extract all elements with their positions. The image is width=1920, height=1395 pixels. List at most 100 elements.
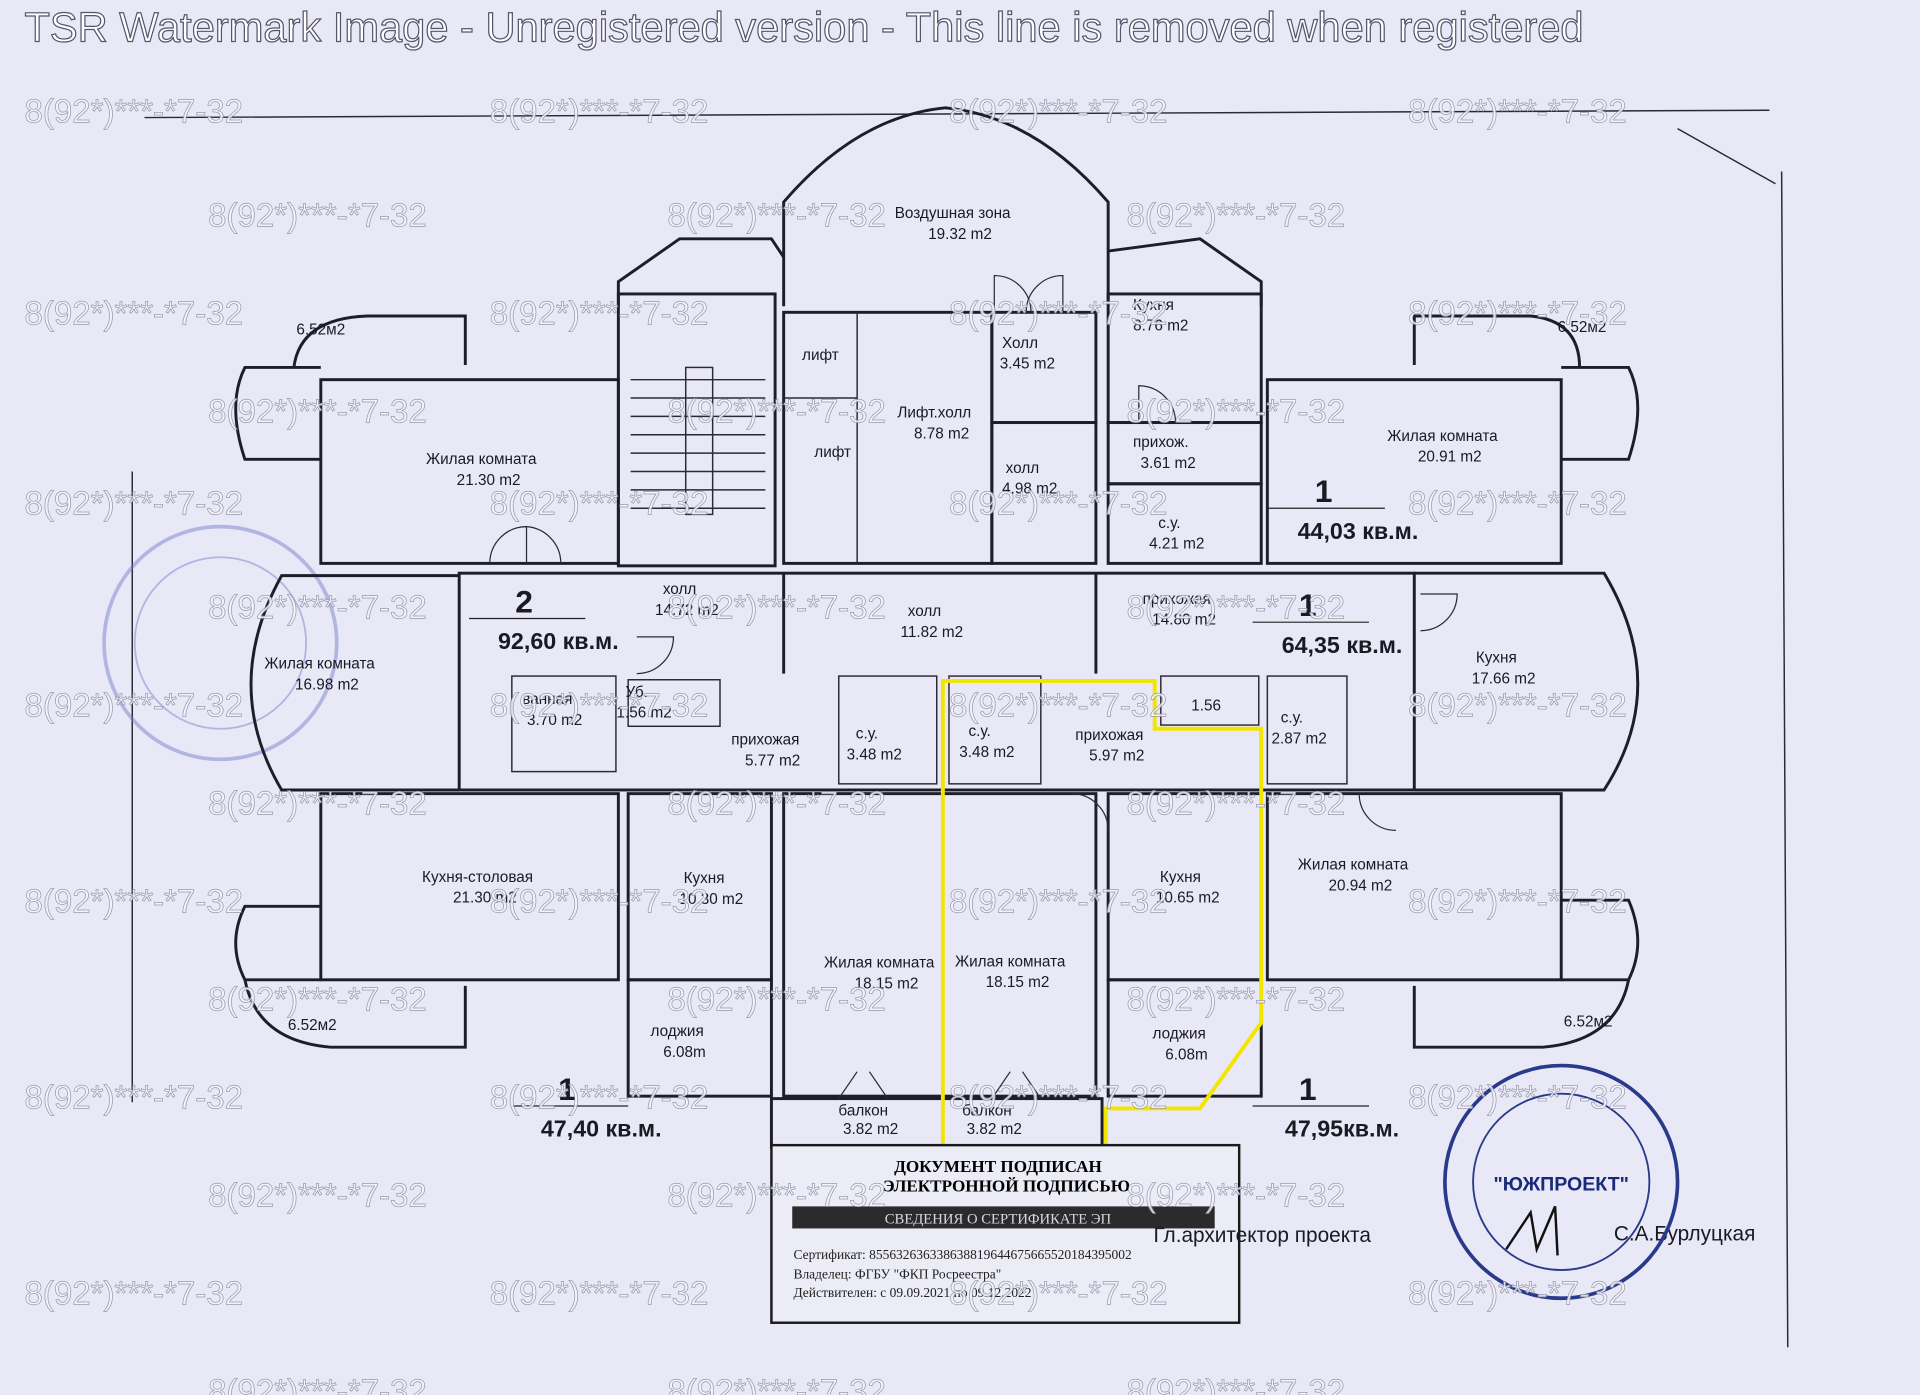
room-name: Жилая комната <box>955 953 1066 970</box>
room-name: холл <box>663 581 696 598</box>
phone-watermark: 8(92*)***-*7-32 <box>1408 296 1627 333</box>
phone-watermark: 8(92*)***-*7-32 <box>490 1275 709 1312</box>
bay-window-area: 6.52м2 <box>1558 319 1607 336</box>
phone-watermark: 8(92*)***-*7-32 <box>24 1079 243 1116</box>
room-area: 18.15 m2 <box>855 975 919 992</box>
room-name: балкон <box>962 1103 1012 1120</box>
phone-watermark: 8(92*)***-*7-32 <box>490 485 709 522</box>
phone-watermark: 8(92*)***-*7-32 <box>490 296 709 333</box>
signature-owner: Владелец: ФГБУ "ФКП Росреестра" <box>793 1267 1001 1282</box>
walls <box>234 106 1640 1150</box>
phone-watermark: 8(92*)***-*7-32 <box>208 198 427 235</box>
phone-watermark: 8(92*)***-*7-32 <box>949 93 1168 130</box>
room-area: 21.30 m2 <box>457 472 521 489</box>
stamp-company-name: "ЮЖПРОЕКТ" <box>1493 1173 1629 1195</box>
apartment-number: 1 <box>1299 587 1317 623</box>
room-name: Холл <box>1002 335 1038 352</box>
room-area: 3.45 m2 <box>1000 356 1055 373</box>
phone-watermark: 8(92*)***-*7-32 <box>1127 1373 1346 1395</box>
room-area: 21.30 m2 <box>453 890 517 907</box>
phone-watermark: 8(92*)***-*7-32 <box>24 93 243 130</box>
room-name: с.у. <box>1158 515 1180 532</box>
room-area: 10.65 m2 <box>1156 890 1220 907</box>
phone-watermark: 8(92*)***-*7-32 <box>1408 485 1627 522</box>
room-name: ванная <box>522 691 572 708</box>
phone-watermark: 8(92*)***-*7-32 <box>208 589 427 626</box>
signature-banner-bg <box>792 1206 1215 1229</box>
phone-watermark: 8(92*)***-*7-32 <box>949 296 1168 333</box>
room-name: лифт <box>814 444 851 461</box>
phone-watermark: 8(92*)***-*7-32 <box>1408 1079 1627 1116</box>
phone-watermark: 8(92*)***-*7-32 <box>208 785 427 822</box>
phone-watermark: 8(92*)***-*7-32 <box>490 883 709 920</box>
phone-watermark: 8(92*)***-*7-32 <box>949 883 1168 920</box>
room-name: Жилая комната <box>426 451 537 468</box>
room-name: прихож. <box>1133 434 1189 451</box>
room-area: 3.48 m2 <box>959 744 1014 761</box>
phone-watermark: 8(92*)***-*7-32 <box>1408 1275 1627 1312</box>
phone-watermark: 8(92*)***-*7-32 <box>490 687 709 724</box>
phone-watermark: 8(92*)***-*7-32 <box>208 1373 427 1395</box>
apartment-number: 1 <box>558 1071 576 1107</box>
phone-watermark: 8(92*)***-*7-32 <box>1408 883 1627 920</box>
faded-stamp-left <box>102 524 339 762</box>
room-name: лифт <box>802 347 839 364</box>
phone-watermark: 8(92*)***-*7-32 <box>667 1373 886 1395</box>
room-name: Кухня-столовая <box>422 869 533 886</box>
phone-watermark: 8(92*)***-*7-32 <box>1127 394 1346 431</box>
phone-watermark: 8(92*)***-*7-32 <box>24 485 243 522</box>
room-area: 18.15 m2 <box>986 974 1050 991</box>
room-area: 3.70 m2 <box>527 712 582 729</box>
room-name: балкон <box>838 1103 888 1120</box>
phone-watermark: 8(92*)***-*7-32 <box>490 1079 709 1116</box>
room-name: Кухня <box>1476 650 1517 667</box>
room-name: Кухня <box>1160 869 1201 886</box>
room-name: холл <box>1006 460 1039 477</box>
apartment-number: 1 <box>1315 473 1333 509</box>
electronic-signature-block: ДОКУМЕНТ ПОДПИСАН ЭЛЕКТРОННОЙ ПОДПИСЬЮ С… <box>770 1143 1241 1324</box>
architect-name: С.А.Бурлуцкая <box>1614 1223 1755 1246</box>
phone-watermark: 8(92*)***-*7-32 <box>24 883 243 920</box>
room-name: Жилая комната <box>264 656 375 673</box>
apartment-number: 2 <box>515 583 533 619</box>
room-area: 20.91 m2 <box>1418 449 1482 466</box>
room-area: 2.87 m2 <box>1272 730 1327 747</box>
room-name: Жилая комната <box>1387 428 1498 445</box>
architect-role: Гл.архитектор проекта <box>1153 1224 1371 1247</box>
phone-watermark: 8(92*)***-*7-32 <box>1127 785 1346 822</box>
phone-watermark: 8(92*)***-*7-32 <box>667 589 886 626</box>
bay-window-area: 6.52м2 <box>296 321 345 338</box>
phone-watermark: 8(92*)***-*7-32 <box>24 687 243 724</box>
room-name: Кухня <box>1133 297 1174 314</box>
room-area: 6.08m <box>663 1044 706 1061</box>
room-name: с.у. <box>1281 710 1303 727</box>
phone-watermark: 8(92*)***-*7-32 <box>667 785 886 822</box>
room-name: лоджия <box>1153 1026 1206 1043</box>
room-area: 20.94 m2 <box>1329 877 1393 894</box>
room-area: 1.56 <box>1191 697 1221 714</box>
room-name: Уб. <box>626 684 648 701</box>
apartment-area: 92,60 кв.м. <box>498 628 619 654</box>
signature-certificate: Сертификат: 8556326363386388196446756655… <box>793 1247 1131 1262</box>
signature-validity: Действителен: с 09.09.2021 по 09.12.2022 <box>793 1285 1031 1300</box>
room-area: 3.61 m2 <box>1141 455 1196 472</box>
room-area: 1.56 m2 <box>616 705 671 722</box>
room-name: Лифт.холл <box>897 405 971 422</box>
room-area: 4.98 m2 <box>1002 481 1057 498</box>
phone-watermark: 8(92*)***-*7-32 <box>667 981 886 1018</box>
phone-watermark: 8(92*)***-*7-32 <box>1127 589 1346 626</box>
room-name: лоджия <box>651 1023 704 1040</box>
apartment-area: 47,40 кв.м. <box>541 1116 662 1142</box>
staircase <box>630 366 766 516</box>
room-name: прихожая <box>1143 591 1211 608</box>
room-area: 6.08m <box>1165 1046 1208 1063</box>
phone-watermark: 8(92*)***-*7-32 <box>208 981 427 1018</box>
room-area: 14.72 m2 <box>655 602 719 619</box>
phone-watermark: 8(92*)***-*7-32 <box>949 1275 1168 1312</box>
phone-watermark: 8(92*)***-*7-32 <box>490 93 709 130</box>
room-area: 5.97 m2 <box>1089 748 1144 765</box>
apartment-area: 47,95кв.м. <box>1285 1116 1399 1142</box>
